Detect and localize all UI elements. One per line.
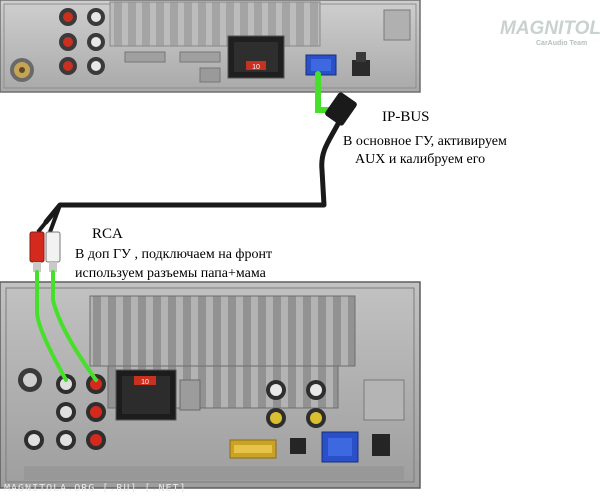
rca-title: RCA [92, 226, 123, 242]
ipbus-port [305, 54, 337, 76]
secondary-head-unit: 10 [0, 281, 421, 489]
top-ground-post [352, 52, 370, 76]
ipbus-description-line1: В основное ГУ, активируем [343, 134, 507, 149]
rca-description-line2: используем разъемы папа+мама [75, 266, 266, 281]
bottom-antenna-jack [18, 368, 42, 392]
bottom-harness-connector [115, 369, 177, 421]
ipbus-description-line2: AUX и калибруем его [355, 152, 486, 167]
brand-logo-subtitle: CarAudio Team [536, 40, 588, 47]
bottom-rca-jack-group [24, 374, 106, 450]
ipbus-cable [43, 71, 357, 225]
top-connector-label: 10 [252, 64, 260, 71]
top-antenna-jack [10, 58, 34, 82]
bottom-connector-label: 10 [141, 379, 149, 386]
top-harness-connector [227, 35, 285, 79]
bottom-ipbus-port [321, 431, 359, 463]
site-watermark: MAGNITOLA.ORG [.RU] [.NET] [4, 483, 187, 494]
top-rca-jack-group [59, 8, 105, 75]
rca-description-line1: В доп ГУ , подключаем на фронт [75, 247, 273, 262]
ipbus-title: IP-BUS [382, 109, 430, 125]
main-head-unit: 10 [0, 0, 421, 93]
bottom-ribbon-connector [229, 439, 277, 459]
brand-logo: MAGNITOLA [500, 18, 600, 39]
rca-cable [29, 203, 98, 382]
bottom-right-jack-group [266, 380, 326, 428]
